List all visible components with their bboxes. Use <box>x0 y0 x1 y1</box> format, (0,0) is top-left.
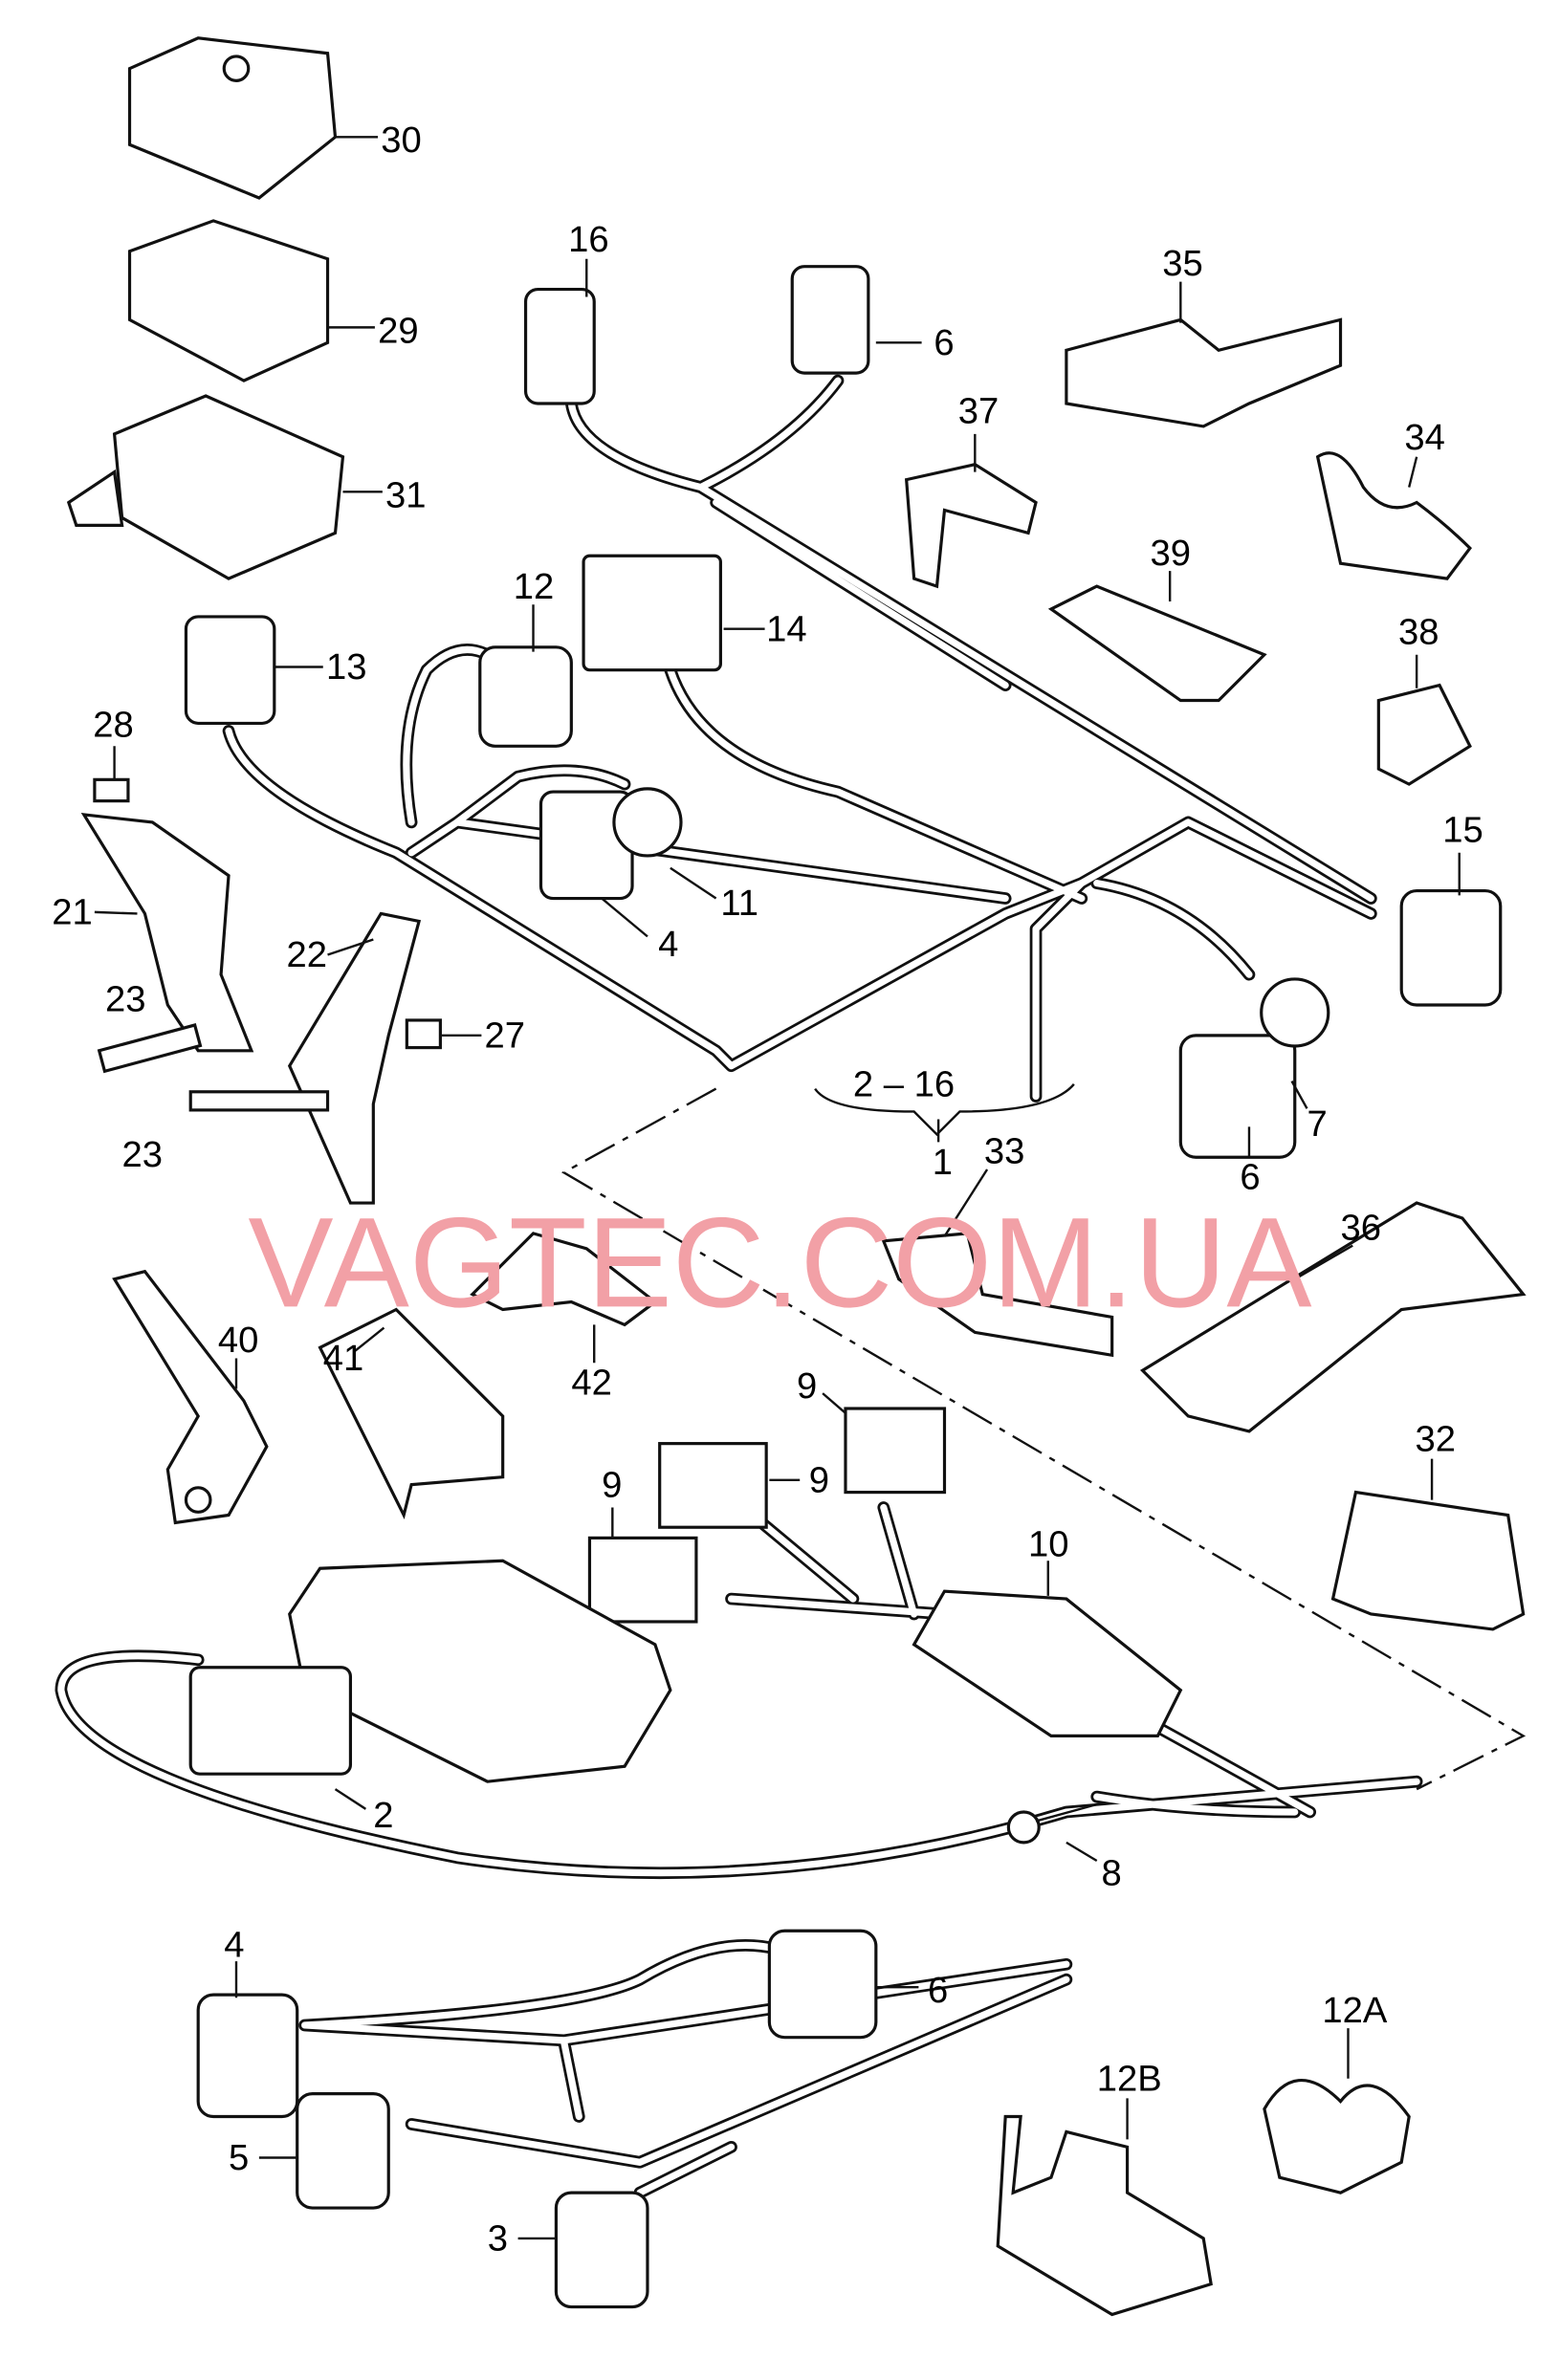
part-number-labels: 30 29 31 16 6 35 37 34 39 38 12 14 13 28… <box>52 120 1483 2259</box>
dash-dot-boundary <box>560 1087 1527 1791</box>
bracket-12B <box>996 2114 1213 2317</box>
housing-31 <box>66 394 345 580</box>
connector-5 <box>296 2092 390 2210</box>
connector-11-4 <box>538 787 683 901</box>
label-12A: 12A <box>1322 1990 1387 2031</box>
label-37: 37 <box>958 391 1000 432</box>
bracket-35 <box>1065 317 1343 428</box>
connector-3 <box>554 2191 649 2309</box>
label-34: 34 <box>1404 417 1445 458</box>
label-4: 4 <box>224 1924 244 1965</box>
upper-harness <box>222 374 1377 1103</box>
module-10 <box>912 1589 1183 1737</box>
label-31: 31 <box>385 474 427 515</box>
label-9: 9 <box>797 1365 817 1407</box>
connector-6-top <box>790 265 870 375</box>
label-23: 23 <box>122 1134 164 1175</box>
clip-34 <box>1315 451 1472 580</box>
label-36: 36 <box>1341 1207 1382 1248</box>
label-9: 9 <box>602 1464 622 1505</box>
control-unit <box>288 1559 672 1783</box>
label-5: 5 <box>229 2137 249 2178</box>
label-21: 21 <box>52 892 93 933</box>
connector-4-lower <box>196 1993 299 2119</box>
label-2-16: 2 – 16 <box>853 1064 955 1105</box>
label-1: 1 <box>933 1142 953 1183</box>
connector-2 <box>188 1666 353 1776</box>
connector-9-b <box>658 1442 768 1529</box>
connector-12 <box>478 645 573 748</box>
clip-42 <box>470 1232 658 1327</box>
bolt-23-b <box>188 1090 330 1112</box>
label-39: 39 <box>1150 533 1191 574</box>
bracket-37 <box>904 463 1038 589</box>
label-30: 30 <box>381 120 422 161</box>
connector-15 <box>1399 888 1503 1007</box>
bracket-36 <box>1139 1201 1527 1433</box>
label-27: 27 <box>485 1015 525 1057</box>
label-28: 28 <box>93 705 133 746</box>
label-8: 8 <box>1102 1852 1122 1893</box>
label-23: 23 <box>105 978 146 1019</box>
connector-9-a <box>844 1407 947 1495</box>
label-4: 4 <box>658 924 678 965</box>
label-32: 32 <box>1416 1419 1456 1460</box>
connector-14 <box>582 554 722 672</box>
label-15: 15 <box>1442 810 1483 851</box>
bracket-22 <box>287 911 422 1205</box>
clip-12A <box>1263 2078 1411 2194</box>
label-35: 35 <box>1162 243 1202 284</box>
clip-28 <box>93 777 130 803</box>
connector-6-7 <box>1178 977 1330 1159</box>
label-40: 40 <box>218 1320 259 1361</box>
label-9: 9 <box>809 1460 829 1501</box>
clip-27 <box>405 1018 442 1050</box>
label-33: 33 <box>984 1131 1025 1172</box>
leader-lines <box>94 136 1461 2240</box>
ring-terminal-8 <box>1006 1802 1098 1845</box>
connector-9-c <box>587 1536 698 1624</box>
label-10: 10 <box>1028 1523 1069 1564</box>
label-13: 13 <box>326 646 367 688</box>
label-22: 22 <box>287 934 328 975</box>
label-16: 16 <box>568 219 609 260</box>
label-2: 2 <box>373 1795 393 1836</box>
holder-38 <box>1376 683 1472 786</box>
connector-13 <box>184 615 276 726</box>
relay-carrier-29 <box>127 219 330 382</box>
watermark: VAGTEC.COM.UA <box>248 1191 1311 1334</box>
label-11: 11 <box>720 883 758 924</box>
label-14: 14 <box>766 608 807 649</box>
label-38: 38 <box>1398 612 1439 653</box>
bracket-21 <box>80 813 254 1053</box>
connector-16 <box>523 287 596 405</box>
connector-6-lower <box>767 1929 878 2040</box>
bracket-41 <box>318 1307 505 1520</box>
bolt-23-a <box>97 1023 203 1074</box>
label-6: 6 <box>934 322 954 363</box>
bracket-33 <box>881 1232 1114 1358</box>
label-6: 6 <box>1240 1157 1260 1198</box>
bracket-40 <box>112 1269 269 1525</box>
relay-box-cover-30 <box>127 36 338 200</box>
label-29: 29 <box>378 310 419 351</box>
label-6: 6 <box>928 1970 948 2011</box>
label-12B: 12B <box>1097 2058 1162 2099</box>
cover-32 <box>1330 1490 1526 1631</box>
label-42: 42 <box>571 1363 612 1404</box>
label-3: 3 <box>488 2218 508 2260</box>
bracket-2-16 <box>814 1083 1075 1137</box>
label-7: 7 <box>1307 1103 1327 1145</box>
cover-39 <box>1047 584 1267 703</box>
label-12: 12 <box>514 566 555 607</box>
label-41: 41 <box>323 1338 364 1379</box>
